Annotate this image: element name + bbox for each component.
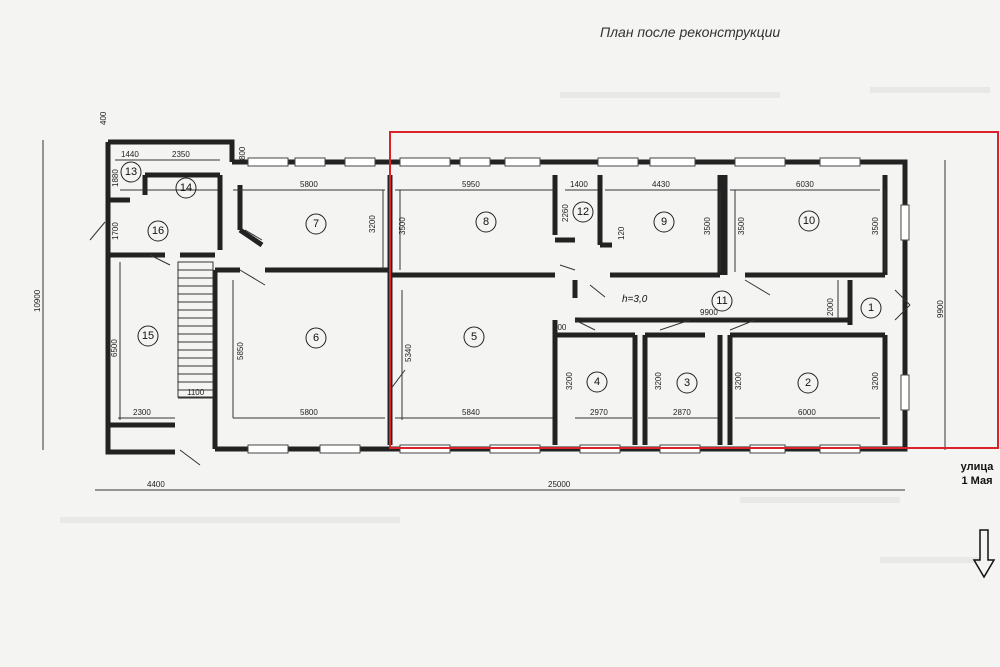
dimension-label: 9900 [700,308,718,317]
dimension-label: 400 [99,111,108,125]
dimension-label: 2260 [561,204,570,222]
dimension-label: 3500 [703,217,712,235]
dimension-label: 3200 [565,372,574,390]
dimension-label: 3200 [368,215,377,233]
plan-title: План после реконструкции [600,24,781,40]
dimension-label: 3200 [734,372,743,390]
outer-walls [105,139,908,455]
dimension-label: 6500 [110,339,119,357]
room-number: 14 [180,182,192,194]
vertical-dimensions: 400 800 1880 1700 3200 3500 2260 120 350… [33,111,945,390]
dimension-label: 6030 [796,180,814,189]
dimension-label: 2350 [172,150,190,159]
dimension-label: 5850 [236,342,245,360]
dimension-label: 1440 [121,150,139,159]
room-number: 8 [483,216,489,228]
dimension-label: 6000 [798,408,816,417]
horizontal-dimensions: 1440 2350 5800 5950 1400 4430 6030 9900 … [121,150,816,489]
room-numbers: 1 2 3 4 5 6 7 8 9 10 11 12 13 14 15 16 [125,166,874,389]
room-number: 4 [594,376,600,388]
room-number: 10 [803,215,815,227]
dimension-label: 2970 [590,408,608,417]
dimension-label: 25000 [548,480,571,489]
room-number: 3 [684,377,690,389]
dimension-label: 700 [553,323,567,332]
street-arrow-icon [972,529,996,579]
dimension-label: 3500 [871,217,880,235]
dimension-label: 2870 [673,408,691,417]
dimension-label: 3200 [871,372,880,390]
room-number: 5 [471,331,477,343]
dimension-label: 1100 [187,388,205,397]
street-label-line1: улица [960,461,994,473]
dimension-label: 3200 [654,372,663,390]
room-markers [120,161,882,394]
room-number: 7 [313,218,319,230]
dimension-label: 120 [617,226,626,240]
interior-walls [108,172,888,445]
dimension-label: 2000 [826,298,835,316]
street-label: улица 1 Мая [955,460,999,488]
ceiling-height-note: h=3,0 [622,294,648,305]
dimension-label: 800 [238,146,247,160]
dimension-label: 1880 [111,169,120,187]
staircase [177,261,214,398]
dimension-label: 2300 [133,408,151,417]
dimension-label: 5340 [404,344,413,362]
dimension-label: 3500 [737,217,746,235]
dimension-label: 9900 [936,300,945,318]
dimension-label: 1700 [111,222,120,240]
dimension-label: 5950 [462,180,480,189]
dimension-label: 5840 [462,408,480,417]
room-number: 2 [805,377,811,389]
dimension-label: 3500 [398,217,407,235]
room-number: 11 [716,295,727,307]
door-swings [89,221,911,466]
room-number: 9 [661,216,667,228]
room-number: 12 [577,206,589,218]
street-label-line2: 1 Мая [961,475,993,487]
dimension-lines [42,140,946,491]
highlight-frame [389,131,999,449]
room-number: 16 [152,225,164,237]
dimension-label: 1400 [570,180,588,189]
room-number: 6 [313,332,319,344]
dimension-label: 4430 [652,180,670,189]
dimension-label: 5800 [300,180,318,189]
room-number: 15 [142,330,154,342]
room-number: 13 [125,166,137,178]
dimension-label: 5800 [300,408,318,417]
dimension-label: 10900 [33,289,42,312]
dimension-label: 4400 [147,480,165,489]
room-number: 1 [868,302,874,314]
